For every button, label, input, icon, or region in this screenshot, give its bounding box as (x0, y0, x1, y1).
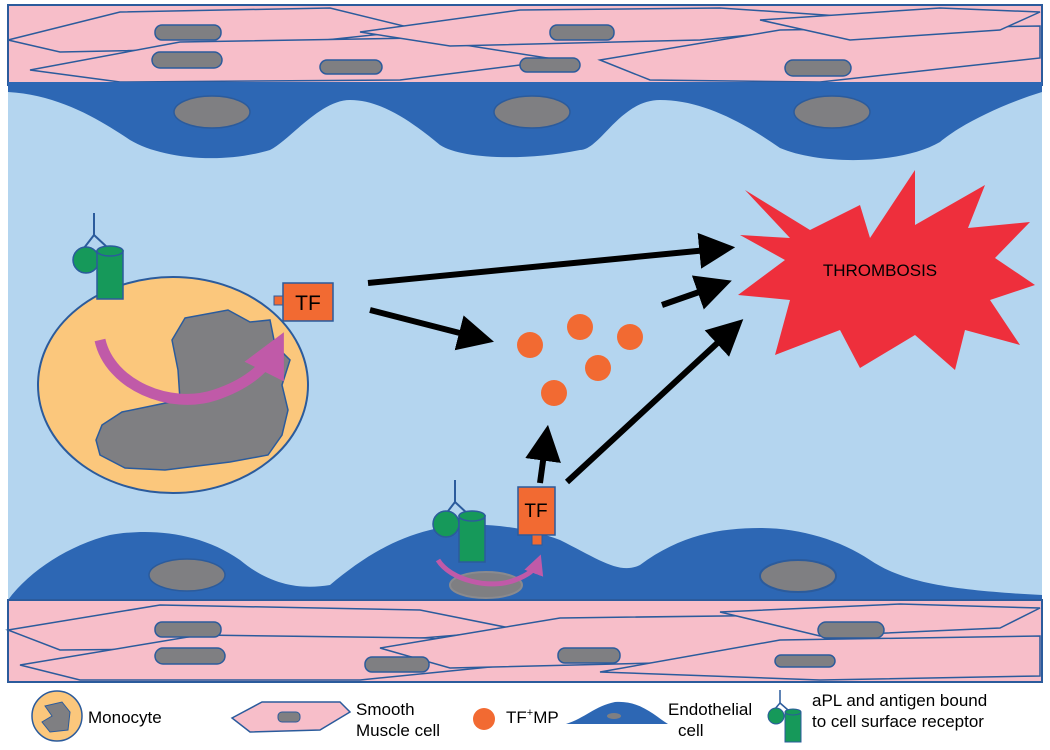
legend: Monocyte Smooth Muscle cell TF+MP Endoth… (31, 690, 987, 743)
smooth-muscle-nucleus (154, 647, 226, 665)
tf-monocyte-label: TF (295, 292, 321, 315)
pathway-arrows (367, 232, 744, 485)
bottom-smooth-muscle-layer (5, 599, 1043, 683)
monocyte-nucleus (95, 309, 291, 471)
tf-endothelial-label: TF (524, 501, 547, 522)
antibody-receptor-icon (72, 213, 124, 300)
microparticle (567, 314, 593, 340)
smooth-muscle-nucleus (319, 59, 383, 75)
legend-monocyte-label: Monocyte (88, 708, 162, 727)
microparticle (585, 355, 611, 381)
legend-tfmp: TF+MP (473, 707, 559, 730)
curved-signal-arrow-icon (94, 332, 284, 405)
smooth-muscle-nucleus (774, 654, 836, 668)
top-smooth-muscle-layer (7, 4, 1043, 86)
legend-smooth-muscle-line2: Muscle cell (356, 721, 440, 740)
arrow-tf-to-microparticles (369, 307, 494, 351)
legend-apl: aPL and antigen bound to cell surface re… (812, 691, 987, 731)
tf-endothelial: TF (517, 486, 556, 546)
smooth-muscle-nucleus (519, 57, 581, 73)
microparticle (517, 332, 543, 358)
legend-tfmp-label: TF+MP (506, 707, 559, 727)
tf-monocyte: TF (273, 282, 334, 322)
smooth-muscle-nucleus (154, 24, 222, 41)
monocyte (37, 276, 309, 494)
legend-monocyte: Monocyte (31, 690, 162, 742)
legend-apl-line1: aPL and antigen bound (812, 691, 987, 710)
smooth-muscle-nucleus (151, 51, 223, 69)
smooth-muscle-nucleus (549, 24, 615, 41)
arrow-endothelial-to-microparticles (525, 424, 561, 484)
arrow-tf-to-thrombosis (367, 232, 736, 286)
endothelial-nucleus (148, 558, 226, 592)
top-endothelium (8, 82, 1042, 161)
antibody-receptor-icon (767, 690, 802, 743)
smooth-muscle-nucleus (557, 647, 621, 664)
legend-endothelial: Endothelial cell (566, 700, 752, 740)
endothelial-nucleus (173, 95, 251, 129)
curved-signal-arrow-icon (435, 554, 544, 587)
smooth-muscle-nucleus (784, 59, 852, 77)
legend-smooth-muscle: Smooth Muscle cell (230, 700, 440, 740)
arrow-microparticles-to-thrombosis (661, 275, 732, 310)
endothelial-nucleus (493, 95, 571, 129)
thrombosis-starburst: THROMBOSIS (738, 170, 1035, 370)
legend-smooth-muscle-line1: Smooth (356, 700, 415, 719)
microparticle (541, 380, 567, 406)
smooth-muscle-nucleus (154, 621, 222, 638)
legend-apl-line2: to cell surface receptor (812, 712, 984, 731)
smooth-muscle-nucleus (364, 656, 430, 673)
legend-endothelial-line2: cell (678, 721, 704, 740)
thrombosis-label: THROMBOSIS (823, 261, 937, 280)
endothelial-nucleus (793, 95, 871, 129)
smooth-muscle-nucleus (817, 621, 885, 639)
microparticle (617, 324, 643, 350)
arrow-endothelial-to-thrombosis (564, 319, 744, 485)
antibody-receptor-icon (432, 480, 486, 563)
endothelial-nucleus (759, 559, 837, 593)
legend-endothelial-line1: Endothelial (668, 700, 752, 719)
tf-microparticles (517, 314, 643, 406)
